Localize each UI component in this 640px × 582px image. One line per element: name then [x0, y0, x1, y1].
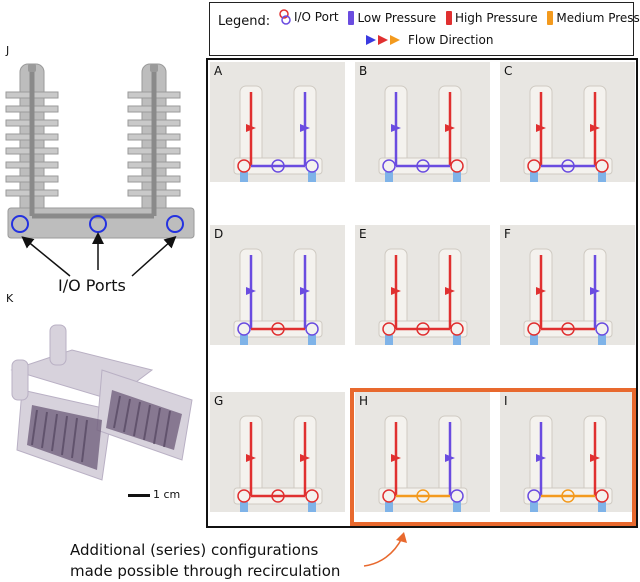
printed-gripper-photo	[10, 324, 193, 481]
photo-panel-g: G	[210, 392, 345, 512]
low-pressure-swatch	[348, 11, 355, 25]
io-port-icon	[279, 9, 291, 25]
panel-label-b: B	[359, 64, 368, 78]
panel-label-j: J	[6, 44, 10, 57]
panel-label-e: E	[359, 227, 367, 241]
photo-panel-i: I	[500, 392, 635, 512]
io-port-arrows	[21, 232, 177, 277]
legend-title: Legend:	[218, 14, 271, 29]
scale-label: 1 cm	[153, 488, 181, 501]
photo-panel-b: B	[355, 62, 490, 182]
legend-low-label: Low Pressure	[357, 11, 437, 25]
caption-line-1: Additional (series) configurations	[70, 541, 319, 559]
photo-panel-f: F	[500, 225, 635, 345]
photo-panel-e: E	[355, 225, 490, 345]
legend-box: Legend: I/O Port Low Pressure High Press…	[209, 2, 640, 56]
io-port-left	[11, 215, 29, 233]
configuration-grid	[206, 58, 638, 528]
panel-label-g: G	[214, 394, 224, 408]
scale-bar	[128, 494, 150, 497]
panel-label-a: A	[214, 64, 223, 78]
legend-high-label: High Pressure	[454, 11, 538, 25]
photo-panel-c: C	[500, 62, 635, 182]
photo-panel-h: H	[355, 392, 490, 512]
legend-medium-label: Medium Pressure	[556, 11, 640, 25]
high-pressure-swatch	[445, 11, 452, 25]
panel-label-i: I	[504, 394, 508, 408]
flow-direction-icon	[366, 35, 400, 45]
gripper-schematic	[5, 63, 195, 239]
photo-panel-a: A	[210, 62, 345, 182]
panel-label-h: H	[359, 394, 369, 408]
caption: Additional (series) configurations made …	[70, 540, 340, 582]
io-port-right	[166, 215, 184, 233]
panel-label-d: D	[214, 227, 224, 241]
panel-label-k: K	[6, 292, 14, 305]
panel-label-f: F	[504, 227, 511, 241]
caption-arrow	[363, 532, 407, 567]
legend-io-port-label: I/O Port	[293, 10, 339, 24]
photo-panel-d: D	[210, 225, 345, 345]
medium-pressure-swatch	[547, 11, 554, 25]
legend-flow-label: Flow Direction	[408, 33, 494, 47]
panel-label-c: C	[504, 64, 513, 78]
caption-line-2: made possible through recirculation	[70, 562, 341, 580]
io-ports-label: I/O Ports	[58, 276, 126, 295]
recirculation-highlight	[350, 388, 636, 526]
